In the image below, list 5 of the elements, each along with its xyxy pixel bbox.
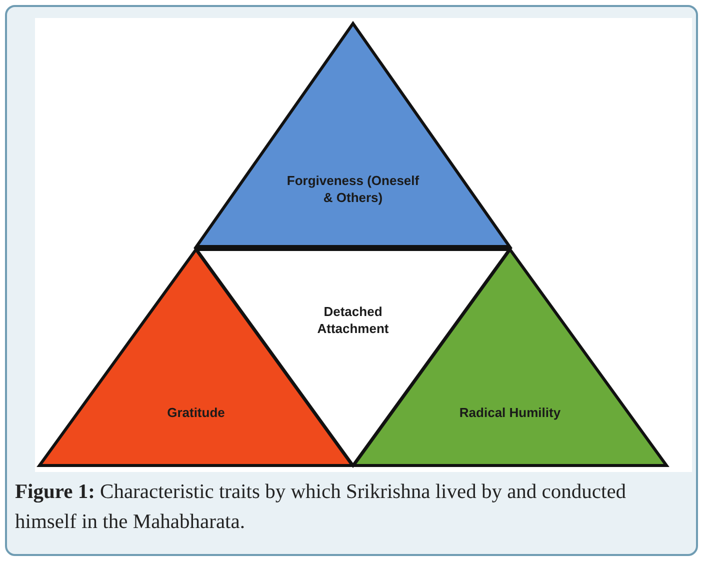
trait-label: Detached Attachment xyxy=(316,303,390,337)
figure-caption: Figure 1: Characteristic traits by which Srikrishna lived by and conducted himself in the Mahabharata. xyxy=(15,480,628,535)
trait-label: Forgiveness (Oneself & Others) xyxy=(286,172,420,206)
trait-label: Gratitude xyxy=(166,404,226,421)
trait-label: Radical Humility xyxy=(458,404,562,421)
